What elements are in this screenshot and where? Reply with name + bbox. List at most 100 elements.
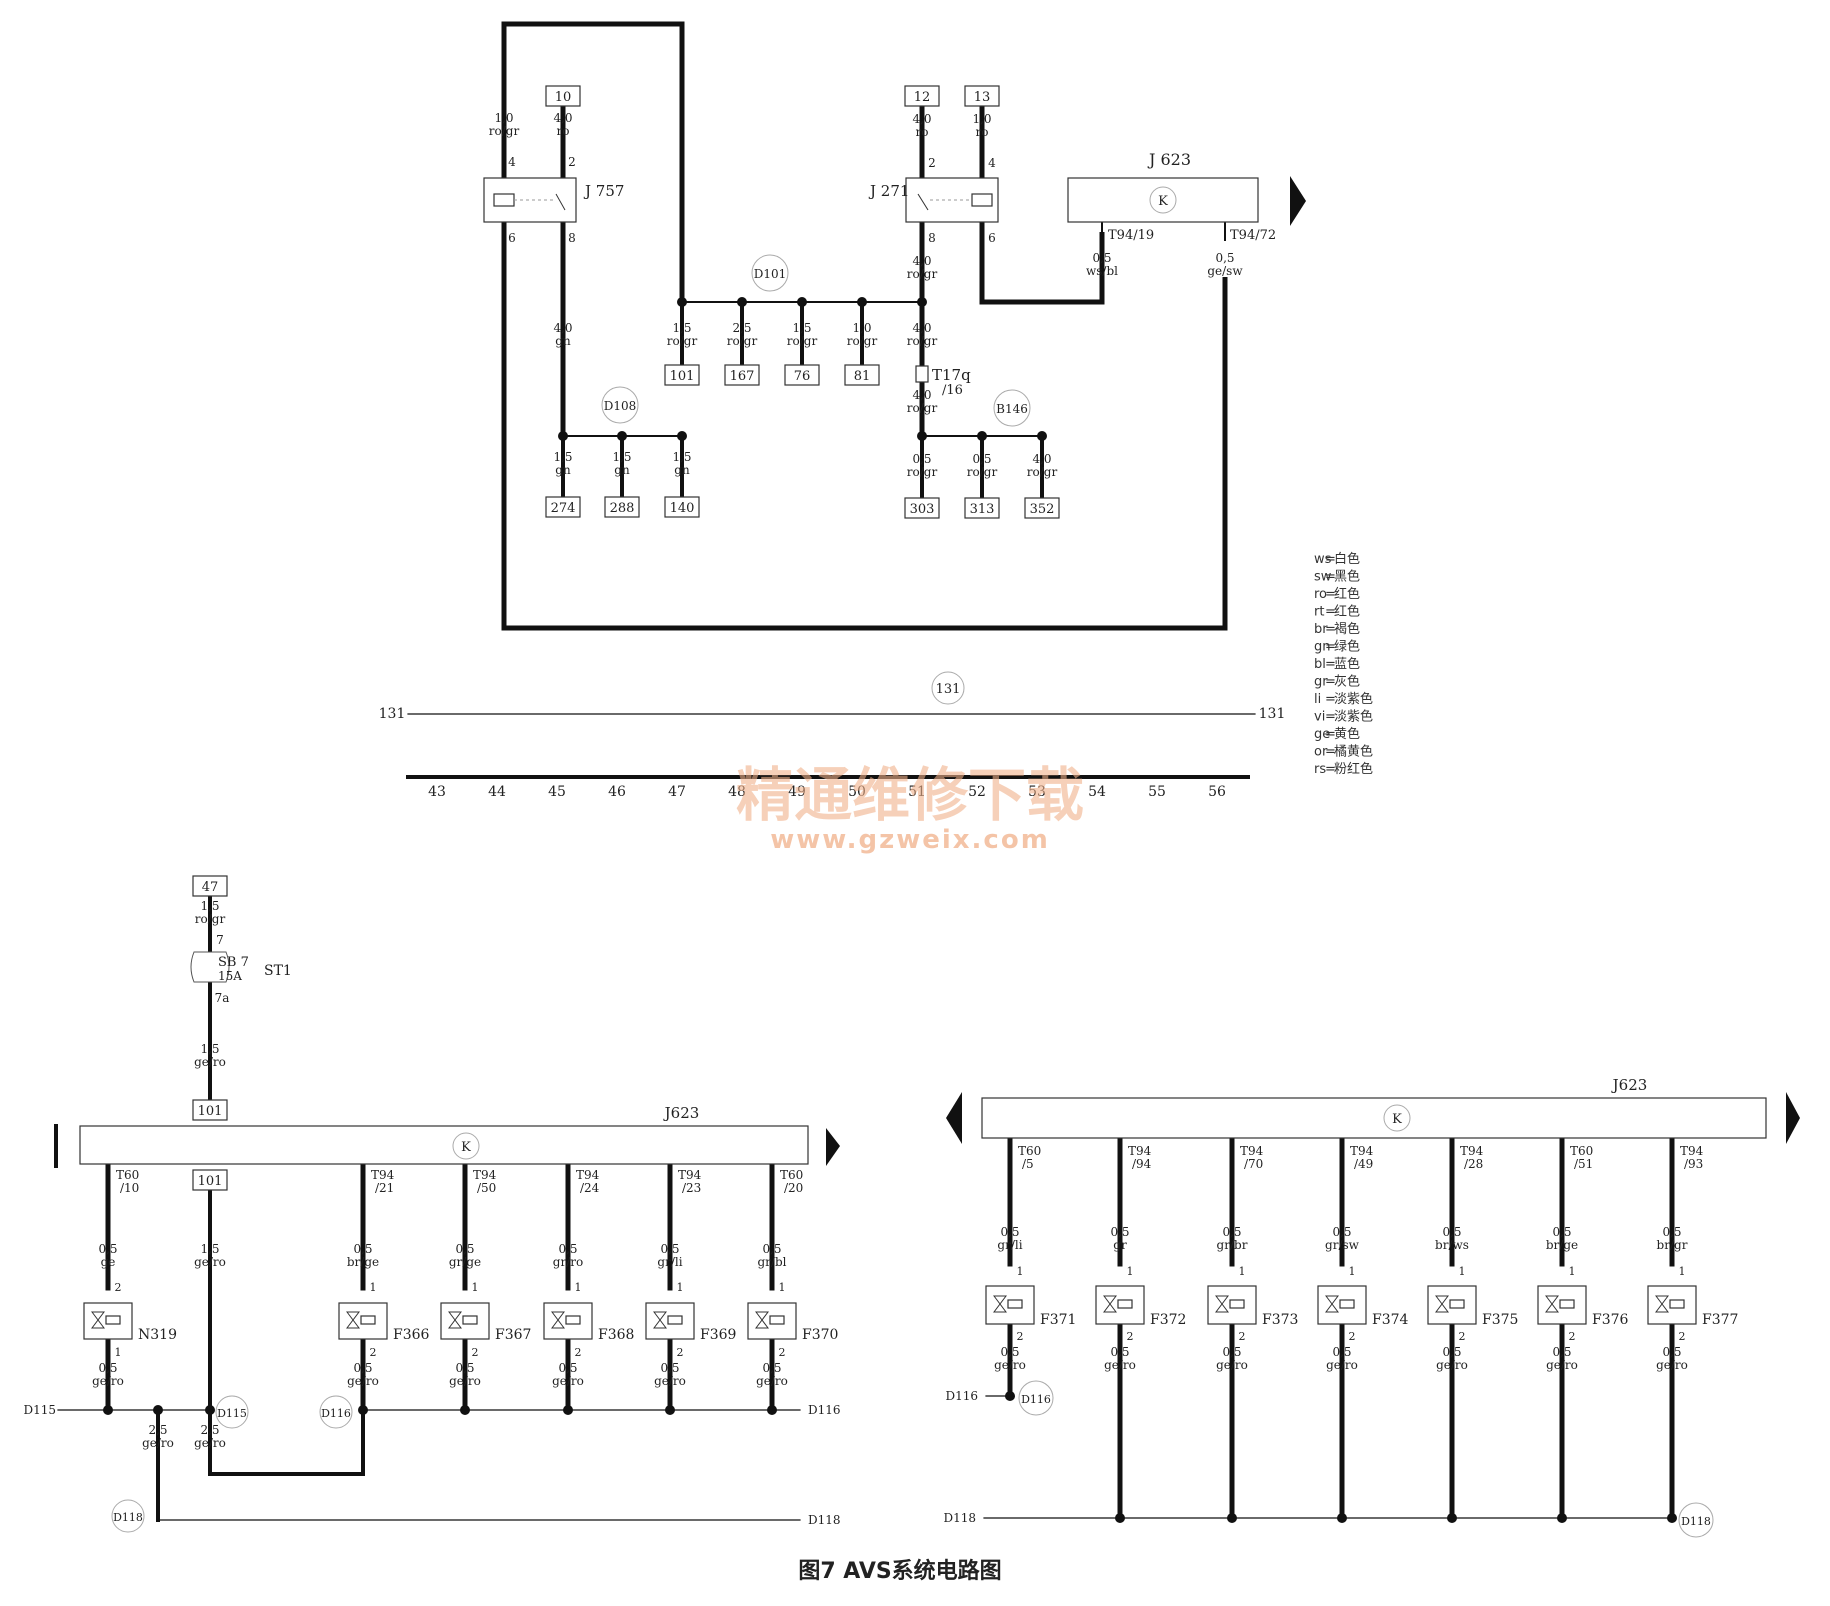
terminal-d101-167-label: 167 bbox=[730, 369, 755, 384]
k-symbol-right bbox=[1383, 1104, 1411, 1132]
splice-d118 bbox=[111, 1499, 145, 1533]
relay-j271-label: J 271 bbox=[868, 182, 909, 200]
ruler-tick: 49 bbox=[788, 784, 806, 800]
splice-d116-label: D116 bbox=[321, 1407, 351, 1420]
sensor-coil bbox=[1449, 1299, 1465, 1309]
connector-t17q-label: T17q bbox=[932, 366, 971, 384]
pin-F371-num: /5 bbox=[1022, 1157, 1034, 1171]
legend-name: 白色 bbox=[1334, 551, 1360, 567]
wire-label-j757-8-gauge: 4,0 bbox=[553, 321, 572, 335]
wire-j271-6 bbox=[979, 222, 1105, 305]
sensor-label-F375: F375 bbox=[1482, 1312, 1518, 1328]
wire-label-j757-4-color: ro/gr bbox=[489, 124, 520, 138]
wire-label-F369-color: gr/li bbox=[657, 1255, 682, 1269]
junction-d118 bbox=[1337, 1513, 1347, 1523]
junction-d101 bbox=[917, 297, 927, 307]
module-j623-right bbox=[981, 1097, 1767, 1139]
wire-label-b146-color: ro/gr bbox=[967, 465, 998, 479]
wire-label-F368-color: gr/ro bbox=[553, 1255, 583, 1269]
d116-right: D116 bbox=[808, 1403, 841, 1417]
terminal-101-bottom-label: 101 bbox=[198, 1174, 223, 1189]
pin-F368: T94 bbox=[576, 1168, 600, 1182]
ruler-tick: 52 bbox=[968, 784, 986, 800]
pin-F370-num: /20 bbox=[784, 1181, 803, 1195]
terminal-b146-352-label: 352 bbox=[1030, 502, 1055, 517]
wire-label-j757-8-color: gn bbox=[555, 334, 571, 348]
arrow-j623-left-l bbox=[54, 1124, 58, 1168]
sensor-symbol bbox=[1435, 1295, 1449, 1313]
fuse-group-st1: ST1 bbox=[264, 963, 292, 979]
pin-top-F373: 1 bbox=[1239, 1265, 1246, 1278]
sensor-coil bbox=[462, 1315, 478, 1325]
sensor-label-F366: F366 bbox=[393, 1327, 430, 1343]
legend-code: ge bbox=[1314, 727, 1330, 742]
terminal-d101-101 bbox=[664, 364, 700, 386]
wire-label-j271-4-color: ro bbox=[976, 125, 989, 139]
splice-d115-label: D115 bbox=[217, 1407, 247, 1420]
sensor-coil bbox=[565, 1315, 581, 1325]
sensor-coil bbox=[1007, 1299, 1023, 1309]
terminal-101-bottom bbox=[192, 1169, 228, 1191]
splice-d108 bbox=[601, 386, 639, 424]
splice-d118-right-label: D118 bbox=[1681, 1515, 1711, 1528]
wire-label-F368-gauge: 0,5 bbox=[558, 1242, 577, 1256]
junction-b146 bbox=[917, 431, 927, 441]
legend-eq: = bbox=[1325, 710, 1336, 725]
wire-label-F371-gauge: 0,5 bbox=[1000, 1225, 1019, 1239]
wire-label-F374-color: gr/sw bbox=[1325, 1238, 1360, 1252]
legend-name: 淡紫色 bbox=[1334, 691, 1373, 707]
pin-F377-num: /93 bbox=[1684, 1157, 1703, 1171]
wire-out-label-F366-gauge: 0,5 bbox=[353, 1361, 372, 1375]
wire-out-label-F371-gauge: 0,5 bbox=[1000, 1345, 1019, 1359]
pin-bot-F374: 2 bbox=[1349, 1330, 1356, 1343]
bus-131-right: 131 bbox=[1259, 706, 1286, 722]
relay-j271-coil bbox=[971, 193, 993, 207]
wire-label-j271-8-color: ro/gr bbox=[907, 267, 938, 281]
legend-eq: = bbox=[1325, 727, 1336, 742]
pin-F375-num: /28 bbox=[1464, 1157, 1483, 1171]
wire-out-label-F377-gauge: 0,5 bbox=[1662, 1345, 1681, 1359]
junction-d101 bbox=[677, 297, 687, 307]
sensor-label-N319: N319 bbox=[138, 1327, 177, 1343]
watermark-url: www.gzweix.com bbox=[770, 825, 1050, 855]
terminal-d101-81-label: 81 bbox=[854, 369, 871, 384]
module-j623-right-label: J623 bbox=[1611, 1076, 1648, 1094]
junction-d116 bbox=[563, 1405, 573, 1415]
pin-F374-num: /49 bbox=[1354, 1157, 1373, 1171]
legend-code: li bbox=[1314, 692, 1321, 707]
wire-label-d101-gauge: 1,0 bbox=[852, 321, 871, 335]
junction-d116-right bbox=[1005, 1391, 1015, 1401]
wire-out-label-F371-color: ge/ro bbox=[994, 1358, 1026, 1372]
terminal-13-label: 13 bbox=[974, 90, 991, 105]
pin-bot-F376: 2 bbox=[1569, 1330, 1576, 1343]
component-layer bbox=[54, 85, 1800, 1538]
pin-F369: T94 bbox=[678, 1168, 702, 1182]
legend-name: 绿色 bbox=[1334, 639, 1360, 655]
wire-label-d108-color: gn bbox=[674, 463, 690, 477]
fuse-pin-7: 7 bbox=[216, 933, 224, 947]
relay-j271-switch bbox=[917, 193, 929, 211]
wire-label-F367-gauge: 0,5 bbox=[455, 1242, 474, 1256]
wire-label-fuse-in-gauge: 1,5 bbox=[200, 899, 219, 913]
wire-label-b146-gauge: 0,5 bbox=[912, 452, 931, 466]
sensor-label-F377: F377 bbox=[1702, 1312, 1738, 1328]
bus-131-circle bbox=[931, 671, 965, 705]
pin-F368-num: /24 bbox=[580, 1181, 600, 1195]
wire-label-b146-gauge: 0,5 bbox=[972, 452, 991, 466]
legend-name: 灰色 bbox=[1334, 674, 1360, 690]
ruler-tick: 43 bbox=[428, 784, 446, 800]
terminal-47 bbox=[192, 875, 228, 897]
sensor-label-F371: F371 bbox=[1040, 1312, 1076, 1328]
module-j623-left bbox=[79, 1125, 809, 1165]
terminal-d108-274-label: 274 bbox=[551, 501, 576, 516]
pin-top-F377: 1 bbox=[1679, 1265, 1686, 1278]
wire-label-ge-gauge: 0,5 bbox=[1215, 251, 1234, 265]
legend-code: sw bbox=[1314, 570, 1332, 585]
ruler-tick: 44 bbox=[488, 784, 506, 800]
wire-label-j757-2-gauge: 4,0 bbox=[553, 111, 572, 125]
pin-j757-8: 8 bbox=[568, 231, 576, 245]
ruler-tick: 55 bbox=[1148, 784, 1166, 800]
legend-code: bl bbox=[1314, 657, 1326, 672]
ruler-tick: 47 bbox=[668, 784, 686, 800]
